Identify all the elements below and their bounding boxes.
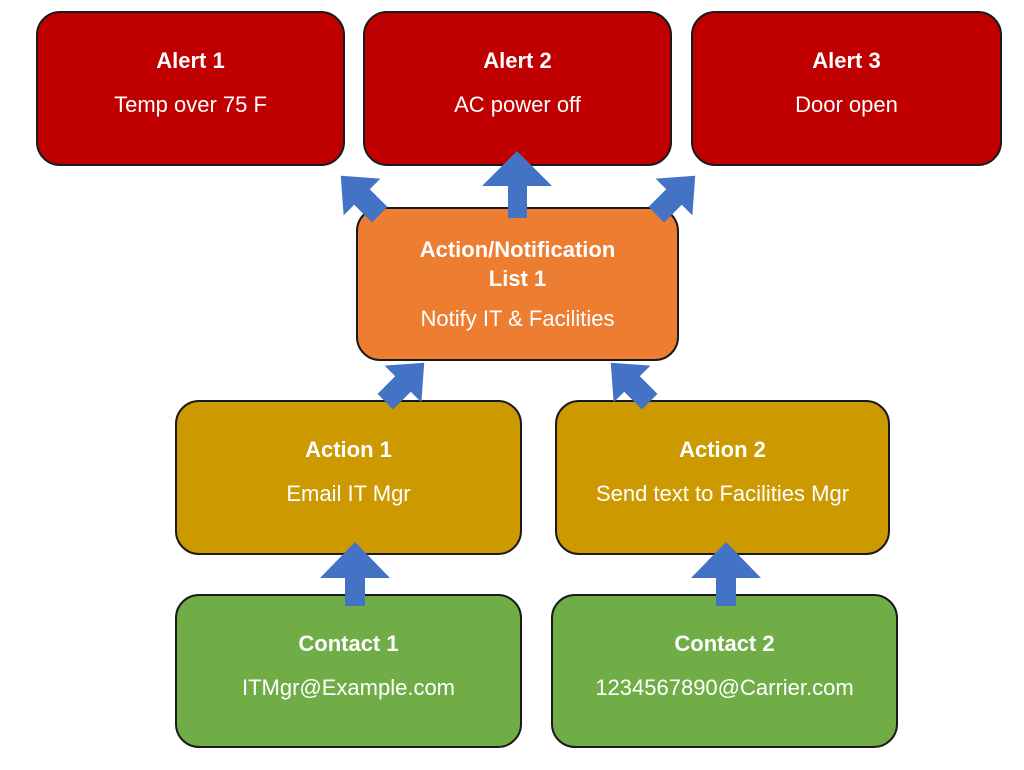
contact-2-box: Contact 2 1234567890@Carrier.com (551, 594, 898, 748)
contact-1-title: Contact 1 (298, 631, 399, 656)
alert-1-title: Alert 1 (156, 48, 225, 73)
alert-2-box: Alert 2 AC power off (363, 11, 672, 166)
alert-1-box: Alert 1 Temp over 75 F (36, 11, 345, 166)
contact-2-title: Contact 2 (674, 631, 775, 656)
alert-2-title: Alert 2 (483, 48, 552, 73)
action-2-title: Action 2 (679, 437, 766, 462)
action-2-box: Action 2 Send text to Facilities Mgr (555, 400, 890, 555)
action-2-text: Send text to Facilities Mgr (595, 481, 850, 506)
contact-2-text: 1234567890@Carrier.com (595, 675, 854, 700)
action-1-box: Action 1 Email IT Mgr (175, 400, 522, 555)
alert-2-text: AC power off (454, 92, 581, 117)
alert-3-box: Alert 3 Door open (691, 11, 1002, 166)
contact-1-box: Contact 1 ITMgr@Example.com (175, 594, 522, 748)
action-list-title-line1: Action/Notification (419, 237, 616, 262)
alert-3-text: Door open (795, 92, 898, 117)
action-list-box: Action/Notification List 1 Notify IT & F… (356, 207, 679, 361)
action-1-text: Email IT Mgr (286, 481, 411, 506)
action-1-title: Action 1 (305, 437, 392, 462)
action-list-title-line2: List 1 (488, 266, 547, 291)
contact-1-text: ITMgr@Example.com (241, 675, 456, 700)
alert-3-title: Alert 3 (812, 48, 881, 73)
action-list-text: Notify IT & Facilities (420, 306, 615, 331)
alert-1-text: Temp over 75 F (114, 92, 267, 117)
